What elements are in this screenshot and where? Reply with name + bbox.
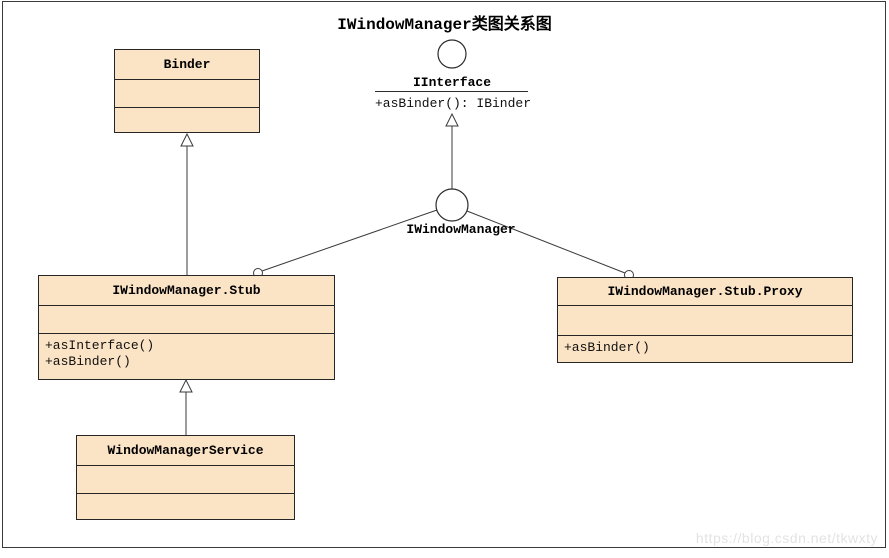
class-name-proxy: IWindowManager.Stub.Proxy [607,284,803,299]
class-box-binder: Binder [114,49,260,133]
iinterface-lollipop-circle [437,39,467,69]
generalization-arrowhead-binder [180,132,194,147]
class-name-stub: IWindowManager.Stub [112,283,261,298]
realization-line-proxy [466,210,626,274]
iinterface-label: IInterface [412,75,491,90]
class-box-wms: WindowManagerService [76,435,295,520]
methods-compartment-proxy: +asBinder() [558,335,852,362]
generalization-arrowhead-iinterface [445,112,459,127]
methods-compartment-wms [77,493,294,519]
methods-compartment-stub: +asInterface() +asBinder() [39,333,334,379]
class-name-wms: WindowManagerService [107,443,264,458]
method-as-binder-proxy: +asBinder() [564,340,650,355]
attributes-compartment-stub [39,305,334,333]
class-name-binder: Binder [163,57,211,72]
attributes-compartment-binder [115,79,259,107]
method-as-binder: +asBinder() [45,354,131,369]
iwindowmanager-label: IWindowManager [406,222,516,237]
generalization-arrowhead-stub [179,378,193,393]
class-box-proxy: IWindowManager.Stub.Proxy +asBinder() [557,277,853,363]
attributes-compartment-proxy [558,305,852,335]
diagram-title: IWindowManager类图关系图 [337,16,552,34]
class-box-stub: IWindowManager.Stub +asInterface() +asBi… [38,275,335,380]
csdn-watermark: https://blog.csdn.net/tkwxty [695,530,878,546]
method-as-interface: +asInterface() [45,338,155,353]
realization-line-stub [261,209,438,272]
methods-compartment-binder [115,107,259,132]
iinterface-method: +asBinder(): IBinder [374,96,532,111]
attributes-compartment-wms [77,465,294,493]
iwindowmanager-ball-circle [435,188,469,222]
diagram-border [2,1,886,548]
